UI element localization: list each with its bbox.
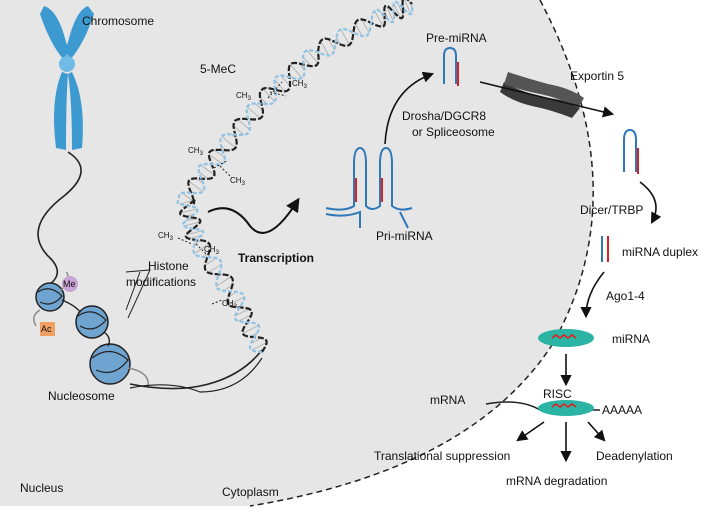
risc-label: RISC [543, 387, 572, 401]
nucleosome-label: Nucleosome [48, 389, 115, 403]
mirna-label: miRNA [612, 332, 650, 346]
me-mark-label: Me [63, 279, 76, 289]
outcome-translational-suppression: Translational suppression [374, 449, 510, 463]
histone-label-line2: modifications [126, 275, 196, 289]
processing-label-line2: or Spliceosome [412, 125, 495, 139]
polya-label: AAAAA [602, 403, 642, 417]
outcome-mrna-degradation: mRNA degradation [506, 474, 607, 488]
cytoplasmic-pre-mirna-icon [624, 130, 638, 174]
5-mec-label: 5-MeC [200, 62, 236, 76]
exportin-label: Exportin 5 [570, 69, 624, 83]
mirna-duplex-icon [602, 236, 608, 262]
mirna-duplex-label: miRNA duplex [622, 245, 698, 259]
cytoplasm-label: Cytoplasm [222, 485, 279, 499]
processing-label-line1: Drosha/DGCR8 [402, 109, 486, 123]
ago-mirna-icon [538, 329, 594, 347]
histone-label-line1: Histone [148, 259, 189, 273]
suppression-arrow [518, 422, 544, 440]
dicer-label: Dicer/TRBP [580, 203, 643, 217]
ago-arrow [586, 272, 604, 316]
ago-label: Ago1-4 [606, 289, 645, 303]
ac-mark-label: Ac [41, 324, 52, 334]
nucleus-label: Nucleus [20, 481, 63, 495]
pre-mirna-label: Pre-miRNA [426, 31, 487, 45]
transcription-label: Transcription [238, 251, 314, 265]
mrna-label: mRNA [430, 393, 465, 407]
chromosome-label: Chromosome [82, 14, 154, 28]
outcome-deadenylation: Deadenylation [596, 449, 673, 463]
pri-mirna-label: Pri-miRNA [376, 229, 433, 243]
risc-complex-icon [538, 400, 594, 416]
deadenylation-arrow [588, 422, 604, 440]
